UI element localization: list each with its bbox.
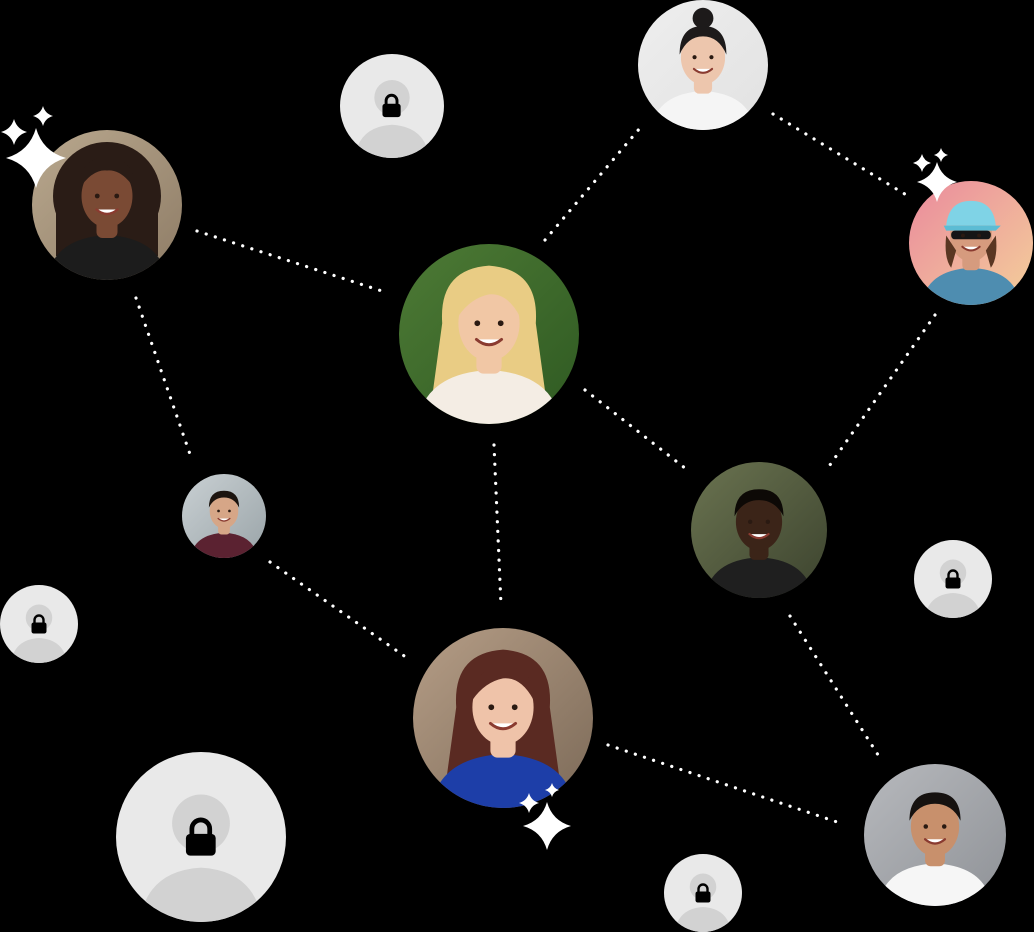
avatar-right-man[interactable] xyxy=(691,462,827,598)
connection-line-center-woman-top-woman xyxy=(543,126,642,242)
connection-line-center-woman-right-man xyxy=(583,388,692,474)
sparkle-icon xyxy=(934,148,948,162)
connection-line-bottom-woman-bottom-right-man xyxy=(606,743,842,825)
avatar-center-woman[interactable] xyxy=(399,244,579,424)
connection-line-left-woman-center-woman xyxy=(195,229,387,294)
sparkle-icon xyxy=(1,119,27,145)
lock-icon xyxy=(31,614,47,634)
locked-avatar-locked-right[interactable] xyxy=(914,540,992,618)
sparkle-icon xyxy=(917,162,957,202)
portrait xyxy=(182,474,266,558)
avatar-right-woman-cap[interactable] xyxy=(909,181,1033,305)
lock-icon xyxy=(186,817,216,856)
placeholder-portrait xyxy=(116,752,286,922)
portrait xyxy=(909,181,1033,305)
avatar-bottom-woman[interactable] xyxy=(413,628,593,808)
sparkle-icon xyxy=(33,106,53,126)
connection-line-small-man-bottom-woman xyxy=(268,560,412,662)
locked-avatar-locked-left[interactable] xyxy=(0,585,78,663)
portrait xyxy=(399,244,579,424)
sparkle-icon xyxy=(519,793,539,813)
portrait xyxy=(691,462,827,598)
locked-avatar-locked-bottom-left[interactable] xyxy=(116,752,286,922)
sparkle-icon xyxy=(913,154,931,172)
portrait xyxy=(413,628,593,808)
avatar-top-woman[interactable] xyxy=(638,0,768,130)
avatar-bottom-right-man[interactable] xyxy=(864,764,1006,906)
locked-avatar-locked-bottom[interactable] xyxy=(664,854,742,932)
locked-avatar-locked-top[interactable] xyxy=(340,54,444,158)
lock-icon xyxy=(945,569,961,589)
sparkle-icon xyxy=(6,128,66,188)
portrait xyxy=(638,0,768,130)
connection-line-right-woman-cap-right-man xyxy=(823,313,937,474)
connection-line-center-woman-bottom-woman xyxy=(492,443,503,607)
sparkle-icon xyxy=(523,802,571,850)
connection-line-right-man-bottom-right-man xyxy=(788,614,882,760)
portrait xyxy=(864,764,1006,906)
lock-icon xyxy=(382,94,402,118)
lock-icon xyxy=(695,883,711,903)
sparkle-icon xyxy=(545,783,559,797)
avatar-small-man[interactable] xyxy=(182,474,266,558)
connection-line-left-woman-small-man xyxy=(134,296,194,462)
connection-line-top-woman-right-woman-cap xyxy=(771,112,910,198)
